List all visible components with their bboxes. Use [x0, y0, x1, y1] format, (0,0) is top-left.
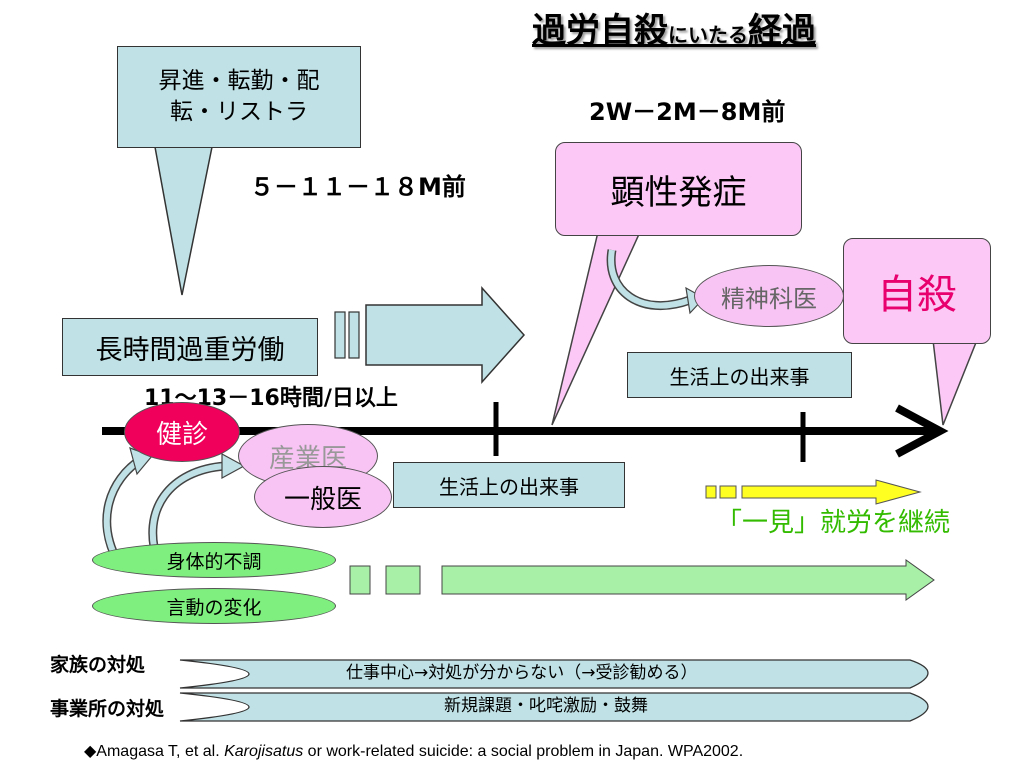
- yellow-bar-1: [705, 485, 717, 499]
- timeline-arrowhead: [895, 404, 949, 458]
- family-response-banner: [179, 659, 929, 689]
- green-bar-1: [349, 565, 371, 595]
- workplace-response-banner: [179, 692, 929, 722]
- period-2w-8m-label: 2W－2M－8M前: [589, 98, 786, 126]
- life-event-lower-box: 生活上の出来事: [393, 462, 625, 508]
- life-event-upper-box: 生活上の出来事: [627, 352, 852, 398]
- separator-bar-1: [334, 311, 346, 359]
- physical-disorder-ellipse: 身体的不調: [92, 542, 336, 578]
- checkup-ellipse: 健診: [124, 402, 240, 462]
- page-title: 過労自殺にいたる経過: [532, 11, 816, 51]
- long-hours-box: 長時間過重労働: [62, 318, 318, 376]
- yellow-bar-2: [719, 485, 737, 499]
- green-bar-2: [385, 565, 421, 595]
- citation-footer: ◆Amagasa T, et al. Karojisatus or work-r…: [84, 743, 744, 760]
- keep-working-arrow: [741, 479, 922, 505]
- separator-bar-2: [348, 311, 360, 359]
- hours-per-day-label: 11～13－16時間/日以上: [144, 386, 398, 411]
- workplace-response-text: 新規課題・叱咤激励・鼓舞: [444, 696, 648, 716]
- suicide-bubble: 自殺: [843, 238, 991, 344]
- period-5-18-label: ５－１１－１８M前: [250, 173, 466, 201]
- suicide-callout-tail: [932, 339, 979, 426]
- family-response-label: 家族の対処: [50, 654, 146, 676]
- long-hours-progress-arrow: [365, 286, 526, 384]
- keep-working-label: 「一見」就労を継続: [716, 508, 951, 538]
- workplace-response-label: 事業所の対処: [50, 698, 165, 720]
- general-doctor-ellipse: 一般医: [254, 466, 392, 528]
- symptoms-continue-arrow: [441, 559, 935, 601]
- promotion-bubble: 昇進・転勤・配 転・リストラ: [117, 46, 361, 148]
- behavior-change-ellipse: 言動の変化: [92, 588, 336, 624]
- psychiatrist-ellipse: 精神科医: [694, 265, 844, 327]
- promotion-callout-tail: [154, 146, 213, 296]
- family-response-text: 仕事中心→対処が分からない（→受診勧める）: [346, 663, 698, 683]
- overt-onset-bubble: 顕性発症: [555, 142, 802, 236]
